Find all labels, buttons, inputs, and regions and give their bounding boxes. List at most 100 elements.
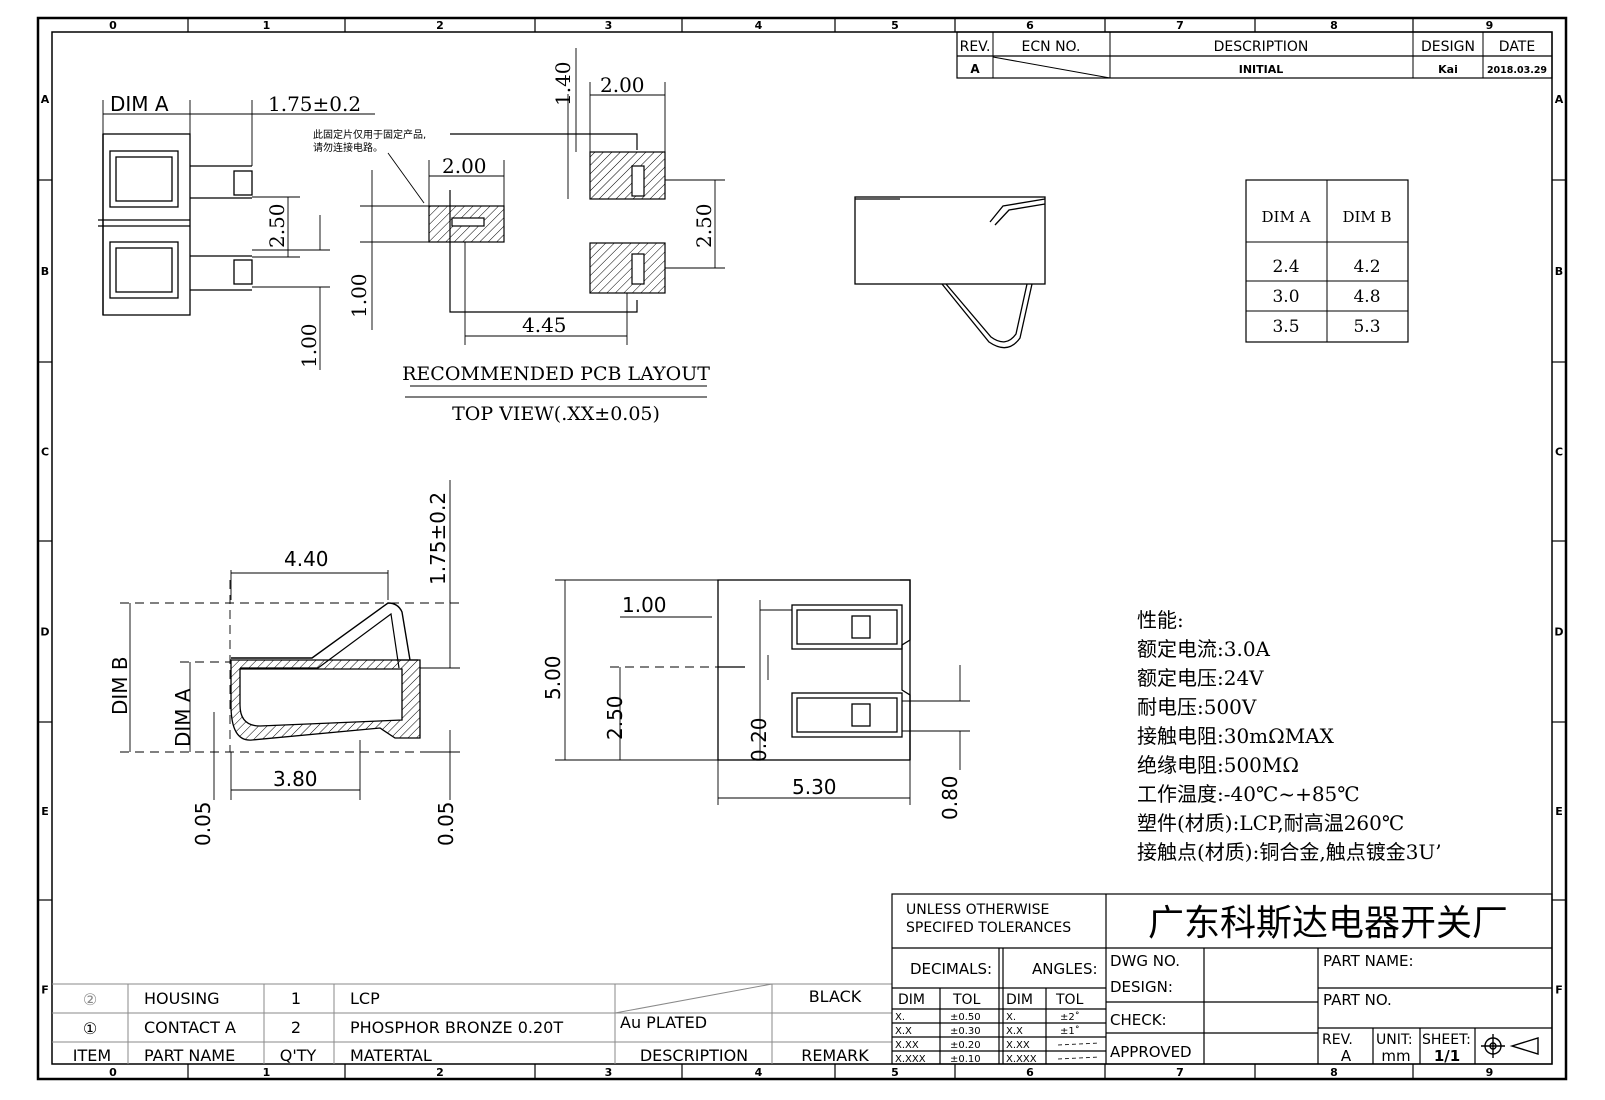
decimal-tol: ±0.10 <box>950 1054 981 1065</box>
pcb-dim-445: 4.45 <box>522 313 567 337</box>
dim-table-header-a: DIM A <box>1262 208 1311 226</box>
angle-dim: X.XXX <box>1006 1054 1037 1065</box>
angle-dim: X. <box>1006 1012 1016 1023</box>
design-header: DESIGN <box>1421 39 1475 55</box>
bom-part-name: HOUSING <box>144 989 220 1008</box>
design-label: DESIGN: <box>1110 978 1173 996</box>
specifications: 性能: 额定电流:3.0A 额定电压:24V 耐电压:500V 接触电阻:30m… <box>1137 608 1442 864</box>
zone-column-label: 4 <box>755 1066 763 1079</box>
dim-table-cell: 4.2 <box>1353 257 1380 277</box>
unit-label: UNIT: <box>1376 1032 1413 1048</box>
spec-line: 绝缘电阻:500MΩ <box>1137 753 1299 777</box>
part-no-label: PART NO. <box>1323 991 1392 1009</box>
revision-block: REV. ECN NO. DESCRIPTION DESIGN DATE A I… <box>956 31 1553 79</box>
pcb-dim-140: 1.40 <box>551 61 575 106</box>
rev-header: REV. <box>960 39 991 55</box>
dwg-no-label: DWG NO. <box>1110 952 1180 970</box>
fixing-note-line1: 此固定片仅用于固定产品, <box>313 128 426 141</box>
dim-table-cell: 3.0 <box>1272 287 1299 307</box>
zone-column-label: 9 <box>1486 19 1494 32</box>
spec-line: 耐电压:500V <box>1137 695 1257 719</box>
bom-remark: BLACK <box>809 987 862 1006</box>
tol-label: TOL <box>1055 992 1084 1008</box>
bom-header-name: PART NAME <box>144 1046 235 1065</box>
pcb-layout-subtitle: TOP VIEW(.XX±0.05) <box>452 403 660 425</box>
zone-column-label: 7 <box>1176 19 1184 32</box>
part-name-label: PART NAME: <box>1323 952 1414 970</box>
zone-row-label: E <box>1555 805 1563 818</box>
bom-header-qty: Q'TY <box>280 1046 317 1065</box>
dim-table-cell: 5.3 <box>1353 317 1380 337</box>
dim-table-cell: 2.4 <box>1272 257 1299 277</box>
rev-label: REV. <box>1322 1032 1353 1048</box>
bottom-dim-080: 0.80 <box>938 775 962 820</box>
pcb-dim-200-top: 2.00 <box>600 73 645 97</box>
dim-table-cell: 3.5 <box>1272 317 1299 337</box>
zone-row-label: A <box>1555 93 1564 106</box>
spec-line: 额定电压:24V <box>1137 666 1264 690</box>
bom-table: ② HOUSING 1 LCP BLACK ① CONTACT A 2 PHOS… <box>52 983 892 1065</box>
side-dim-a-label: DIM A <box>110 92 169 116</box>
inner-border <box>51 31 1553 1065</box>
zone-column-label: 2 <box>436 1066 444 1079</box>
rev-value: A <box>1341 1047 1352 1065</box>
description-header: DESCRIPTION <box>1214 39 1309 55</box>
decimal-tol: ±0.50 <box>950 1012 981 1023</box>
tolerance-title-2: SPECIFED TOLERANCES <box>906 920 1071 936</box>
zone-row-label: D <box>40 626 49 639</box>
zone-column-label: 7 <box>1176 1066 1184 1079</box>
contact-iso-sketch <box>854 196 1046 349</box>
approved-label: APPROVED <box>1110 1043 1192 1061</box>
zone-column-label: 4 <box>755 19 763 32</box>
section-dim-a: DIM A <box>171 688 195 747</box>
sheet-label: SHEET: <box>1422 1032 1471 1048</box>
angle-tol: ±2˚ <box>1060 1011 1080 1023</box>
description-value: INITIAL <box>1239 63 1284 76</box>
tolerance-title-1: UNLESS OTHERWISE <box>906 902 1049 918</box>
tol-label: TOL <box>952 992 981 1008</box>
spec-line: 接触电阻:30mΩMAX <box>1137 724 1335 748</box>
zone-row-label: B <box>1555 265 1563 278</box>
section-dim-005-left: 0.05 <box>191 801 215 846</box>
angle-tol: ±1˚ <box>1060 1025 1080 1037</box>
ecn-header: ECN NO. <box>1022 39 1081 55</box>
zone-row-label: D <box>1554 626 1563 639</box>
bom-material: PHOSPHOR BRONZE 0.20T <box>350 1018 563 1037</box>
bom-qty: 1 <box>291 989 301 1008</box>
sheet-value: 1/1 <box>1434 1047 1460 1065</box>
bom-header-description: DESCRIPTION <box>640 1046 748 1065</box>
rev-value: A <box>970 62 980 76</box>
title-block <box>891 893 1553 1065</box>
bottom-dim-100: 1.00 <box>622 593 667 617</box>
zone-column-label: 8 <box>1330 19 1338 32</box>
decimal-dim: X. <box>895 1012 905 1023</box>
zone-row-label: F <box>41 984 49 997</box>
zone-column-label: 3 <box>605 19 613 32</box>
date-header: DATE <box>1499 39 1535 55</box>
zone-row-label: E <box>41 805 49 818</box>
unit-value: mm <box>1381 1047 1410 1065</box>
bom-description: Au PLATED <box>620 1013 707 1032</box>
section-dim-440: 4.40 <box>284 547 329 571</box>
pcb-dim-100: 1.00 <box>347 273 371 318</box>
zone-column-label: 6 <box>1026 19 1034 32</box>
zone-column-label: 1 <box>263 19 271 32</box>
zone-row-label: C <box>1555 446 1563 459</box>
dim-label: DIM <box>1006 992 1033 1008</box>
section-dim-b: DIM B <box>108 656 132 715</box>
bom-header-remark: REMARK <box>801 1046 869 1065</box>
section-dim-380: 3.80 <box>273 767 318 791</box>
bom-qty: 2 <box>291 1018 301 1037</box>
zone-column-label: 0 <box>109 19 117 32</box>
design-value: Kai <box>1438 63 1458 76</box>
zone-column-label: 9 <box>1486 1066 1494 1079</box>
zone-column-label: 5 <box>891 1066 899 1079</box>
section-dim-175: 1.75±0.2 <box>426 492 450 585</box>
zone-column-label: 3 <box>605 1066 613 1079</box>
spec-line: 接触点(材质):铜合金,触点镀金3U’ <box>1137 840 1442 864</box>
specs-title: 性能: <box>1137 608 1184 632</box>
bom-part-name: CONTACT A <box>144 1018 236 1037</box>
side-dim-250: 2.50 <box>265 203 289 248</box>
spec-line: 塑件(材质):LCP,耐高温260℃ <box>1137 811 1404 835</box>
